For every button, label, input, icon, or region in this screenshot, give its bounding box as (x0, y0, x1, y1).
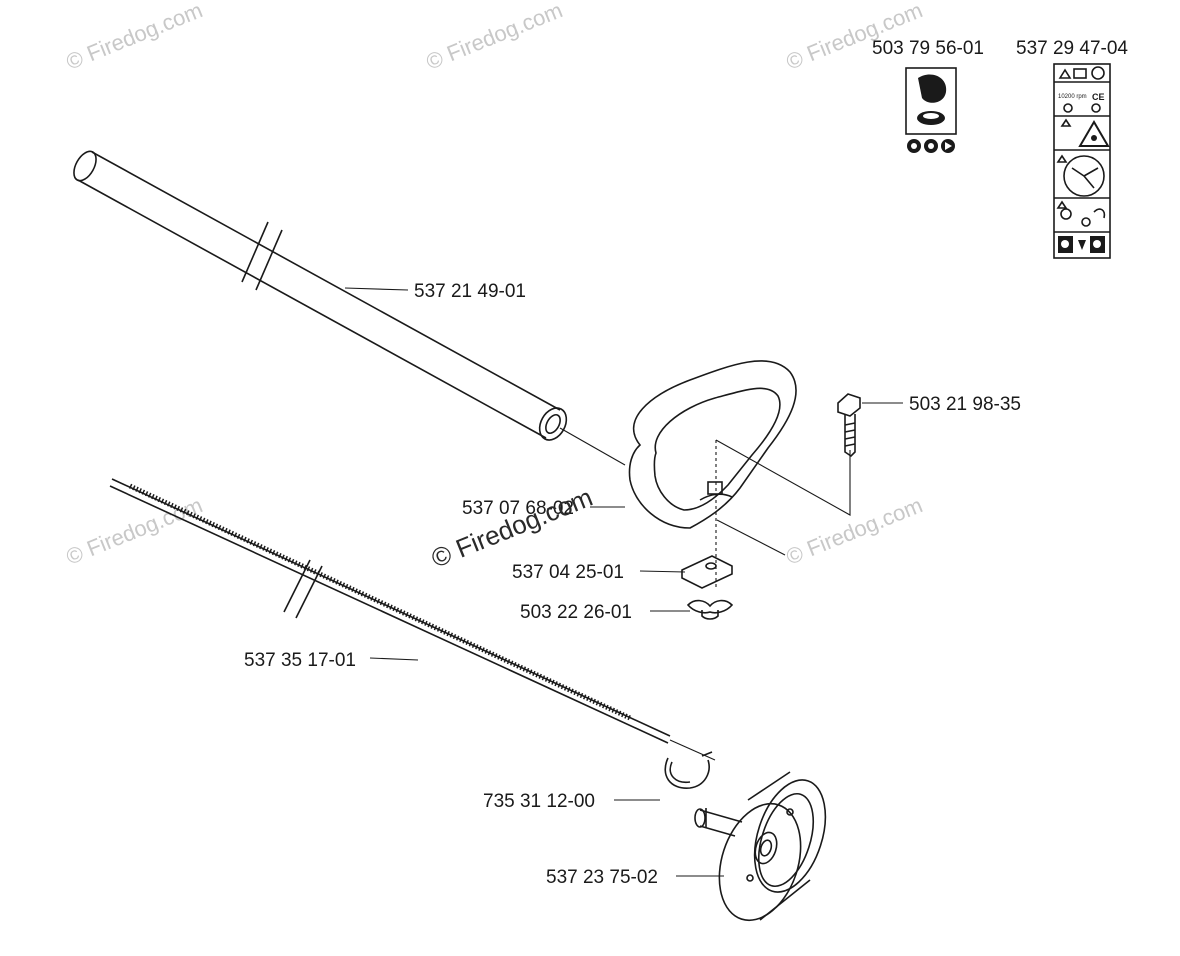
part-label-shaft-tube: 537 21 49-01 (414, 281, 526, 302)
part-label-decal-a: 503 79 56-01 (872, 38, 984, 59)
watermark: © Firedog.com (783, 492, 926, 569)
part-label-bolt: 503 21 98-35 (909, 394, 1021, 415)
part-label-clutch-drum: 537 23 75-02 (546, 867, 658, 888)
part-label-wing-nut: 503 22 26-01 (520, 602, 632, 623)
part-label-handle: 537 07 68-02 (462, 498, 574, 519)
carriage-bolt (837, 393, 861, 458)
part-label-decal-b: 537 29 47-04 (1016, 38, 1128, 59)
clamp-axis-line (716, 519, 786, 556)
watermark: © Firedog.com (423, 0, 566, 75)
decal-b-rpm: 10200 rpm (1058, 94, 1087, 100)
loop-handle (628, 360, 797, 529)
clutch-drum (694, 771, 827, 922)
watermark: © Firedog.com (63, 492, 206, 569)
decal-a (905, 67, 957, 153)
clamp-plate (681, 555, 733, 589)
bolt-axis-line (715, 439, 851, 516)
watermark: © Firedog.com (63, 0, 206, 75)
shaft-tube (73, 150, 568, 441)
wing-nut (686, 599, 734, 620)
decal-b: 10200 rpm CE (1053, 63, 1111, 259)
part-label-drive-shaft: 537 35 17-01 (244, 650, 356, 671)
drive-shaft (109, 478, 716, 761)
assembly-axis-line (559, 427, 626, 466)
watermark-main: © Firedog.com (427, 482, 597, 574)
retaining-clip (664, 751, 713, 789)
decal-b-ce: CE (1092, 92, 1105, 102)
part-label-clip: 735 31 12-00 (483, 791, 595, 812)
part-label-clamp-plate: 537 04 25-01 (512, 562, 624, 583)
